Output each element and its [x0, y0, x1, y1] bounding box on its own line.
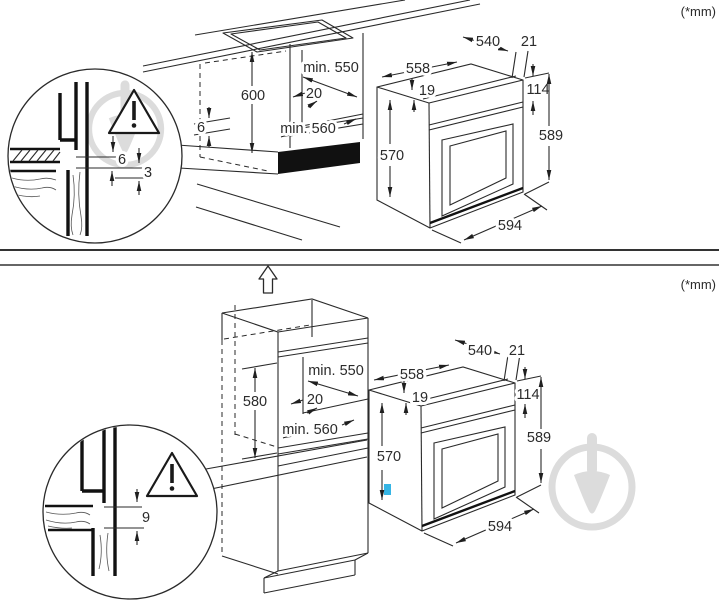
front-frame-section [10, 82, 89, 236]
dim-cabinet-height: 580 [243, 394, 267, 410]
dim-cabinet-depth-min: min. 550 [303, 60, 359, 76]
dim-oven-body-height: 570 [377, 449, 401, 465]
dim-oven-front-width: 594 [488, 519, 512, 535]
worktop-section-hatch [10, 147, 61, 164]
top-cabinet-dimensions: 600 min. 550 20 min. 560 6 [193, 52, 362, 153]
wood-grain [45, 511, 110, 572]
top-installation-diagram: 600 min. 550 20 min. 560 6 [7, 0, 716, 244]
dim-detail-bottom-gap: 3 [144, 165, 152, 181]
units-label-top: (*mm) [681, 4, 716, 19]
dim-oven-frame-offset: 21 [521, 34, 537, 50]
dim-detail-gap: 9 [142, 510, 150, 526]
dim-oven-front-height: 589 [527, 430, 551, 446]
dim-oven-front-height: 589 [539, 128, 563, 144]
dim-oven-top-depth: 540 [476, 34, 500, 50]
up-arrow-icon [258, 265, 278, 294]
dim-cabinet-depth-min: min. 550 [308, 363, 364, 379]
dim-cabinet-height: 600 [241, 88, 265, 104]
front-frame-section [45, 426, 117, 576]
bottom-detail-callout: 9 [42, 424, 368, 600]
oven-door-window [441, 123, 514, 217]
hob-cutout [222, 19, 354, 53]
dim-cabinet-rear-gap: 20 [306, 86, 322, 102]
dim-cabinet-width-min: min. 560 [282, 422, 338, 438]
bottom-cabinet-dimensions: 580 min. 550 20 min. 560 [240, 360, 367, 460]
dim-oven-panel-height: 114 [516, 387, 539, 403]
top-cabinet-niche [195, 33, 364, 241]
dim-oven-frame-offset: 21 [509, 343, 525, 359]
bottom-oven-dimensions: 540 21 558 19 114 589 570 [373, 339, 554, 547]
dim-oven-body-height: 570 [380, 148, 404, 164]
dim-detail-top-gap: 6 [118, 152, 126, 168]
dim-cabinet-clearance: 6 [197, 120, 205, 136]
dim-oven-width: 558 [400, 367, 424, 383]
tall-cabinet-drawing [221, 298, 369, 594]
top-oven-dimensions: 540 21 558 19 114 589 570 [377, 31, 566, 244]
top-detail-callout: 6 3 [7, 68, 279, 244]
dim-oven-top-inset: 19 [419, 83, 435, 99]
dim-oven-width: 558 [406, 61, 430, 77]
top-oven-drawing: 540 21 558 19 114 589 570 [376, 31, 566, 244]
highlight-marker [384, 484, 391, 495]
watermark-logo-icon [552, 433, 632, 527]
oven-door-window [433, 426, 506, 520]
dim-cabinet-width-min: min. 560 [280, 121, 336, 137]
dim-oven-front-width: 594 [498, 218, 522, 234]
plinth-strip [278, 142, 360, 174]
dim-oven-top-inset: 19 [412, 390, 428, 406]
dim-cabinet-rear-gap: 20 [307, 392, 323, 408]
units-label-bottom: (*mm) [681, 277, 716, 292]
bottom-oven-drawing: 540 21 558 19 114 589 570 [368, 339, 554, 547]
worktop-drawing [142, 0, 481, 73]
dim-oven-panel-height: 114 [526, 82, 549, 98]
bottom-installation-diagram: 580 min. 550 20 min. 560 [42, 265, 716, 600]
dim-oven-top-depth: 540 [468, 343, 492, 359]
section-divider [0, 249, 719, 266]
